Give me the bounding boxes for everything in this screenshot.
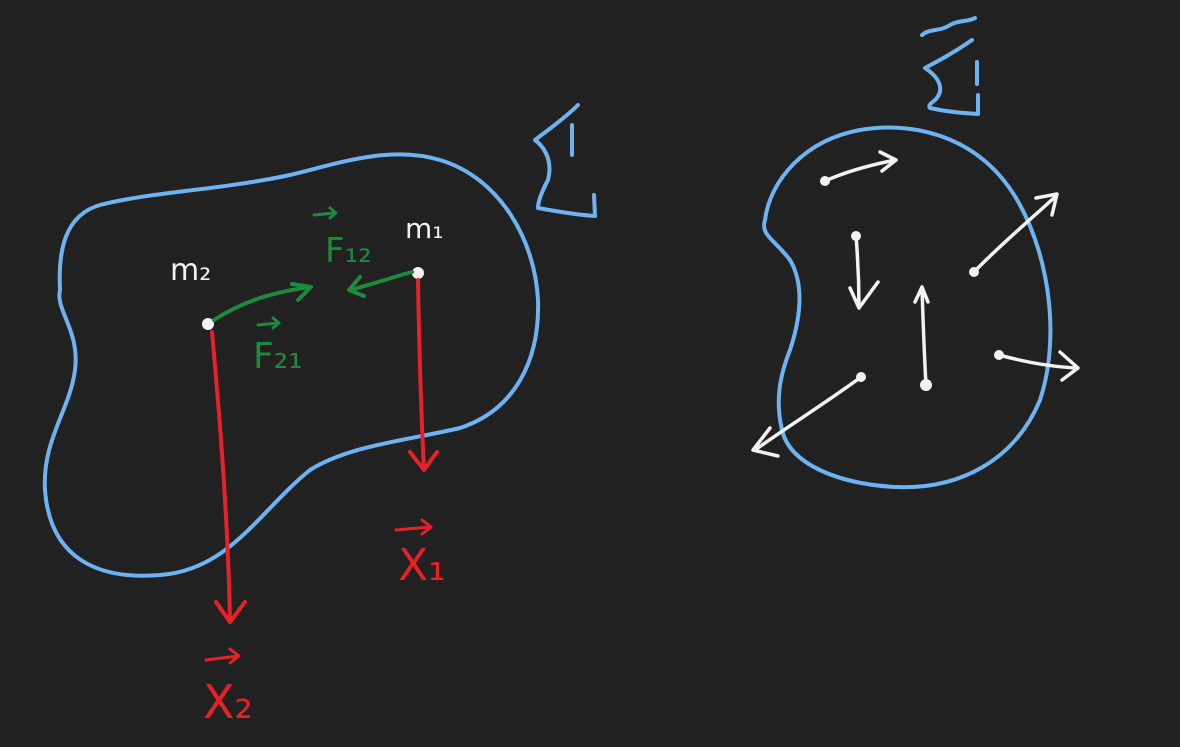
force-f21-label: F₂₁	[253, 336, 303, 377]
position-x1-arrow	[408, 278, 439, 472]
vector-hat-f12	[312, 206, 338, 220]
position-x2-label: X₂	[203, 675, 253, 729]
sigma-symbol-left	[533, 103, 597, 218]
right-system	[751, 16, 1080, 490]
position-x2-label-group: X₂	[203, 647, 253, 729]
particle-arrow	[823, 150, 898, 183]
right-system-boundary	[762, 125, 1053, 490]
force-f12-label-group: F₁₂	[312, 206, 372, 271]
force-f21-label-group: F₂₁	[253, 316, 303, 377]
force-f12-label: F₁₂	[325, 231, 372, 271]
mass-m2-label: m₂	[170, 253, 211, 288]
force-f12-arrow	[347, 270, 414, 298]
particle-arrow	[997, 350, 1080, 382]
mass-m1-point	[412, 267, 424, 279]
mass-m1-label: m₁	[405, 212, 444, 245]
particle-arrows	[751, 150, 1080, 458]
sigma-tilde-symbol-right	[920, 16, 980, 116]
left-system-boundary	[42, 152, 541, 578]
vector-hat-x1	[394, 518, 433, 536]
mass-m2-point	[202, 318, 214, 330]
force-f21-arrow	[212, 282, 313, 322]
position-x2-arrow	[210, 330, 247, 624]
left-system: m₂ m₁ F₁₂ F₂₁ X₁ X₂	[42, 103, 597, 729]
vector-hat-x2	[204, 647, 241, 665]
particle-arrow	[913, 285, 930, 387]
position-x1-label: X₁	[398, 540, 446, 591]
particle-arrow	[972, 192, 1059, 274]
position-x1-label-group: X₁	[394, 518, 446, 591]
vector-hat-f21	[256, 316, 281, 330]
particle-arrow	[751, 375, 863, 458]
particle-arrow	[848, 234, 880, 310]
